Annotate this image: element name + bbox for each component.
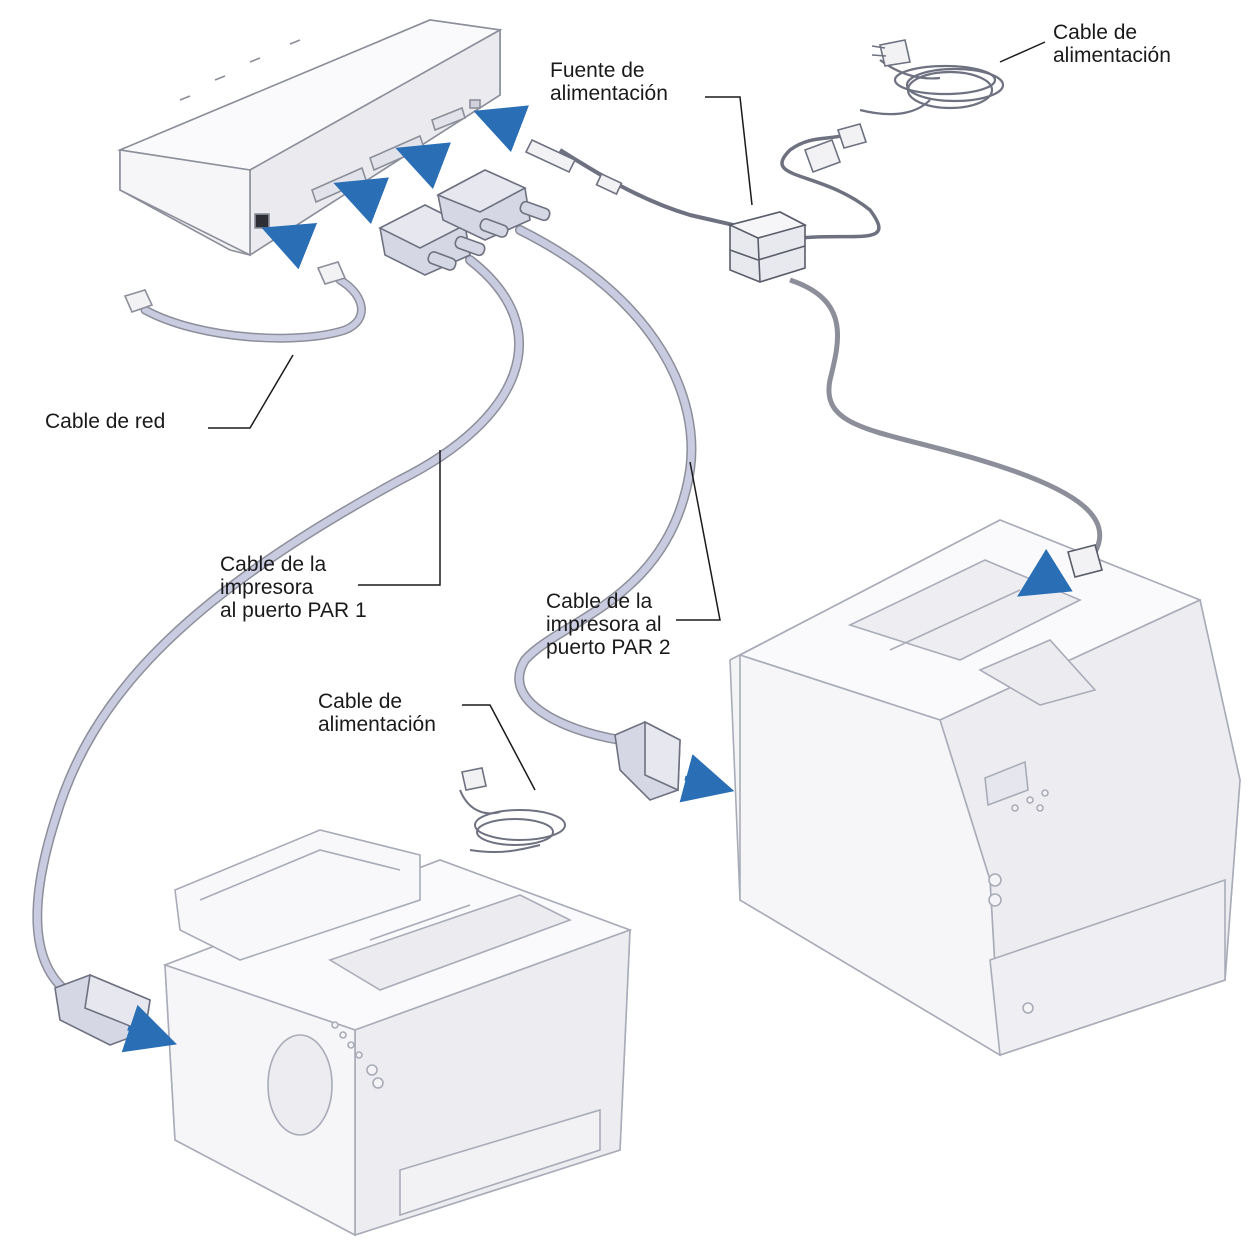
serial-port <box>431 106 466 132</box>
db25-connector-par2 <box>436 169 551 241</box>
power-plug-top <box>871 39 911 67</box>
dc-plug <box>524 138 623 196</box>
label-power-supply: Fuente de alimentación <box>550 59 668 105</box>
label-printer-cable-par1: Cable de la impresora al puerto PAR 1 <box>220 553 367 622</box>
power-cord-coil-top <box>859 59 1005 116</box>
leader-lines <box>208 41 1046 791</box>
label-network-cable: Cable de red <box>45 410 166 433</box>
iec-plug-top <box>803 123 868 174</box>
network-cable <box>140 275 366 343</box>
laser-printer <box>729 519 1241 1057</box>
centronics-connector-par1 <box>54 973 151 1046</box>
power-cord-coil-bottom <box>459 789 566 854</box>
power-jack <box>469 99 481 109</box>
dc-cable <box>558 148 746 230</box>
rj45-plug-right <box>316 261 347 285</box>
ac-cable-top <box>779 133 881 242</box>
desktop-printer <box>162 829 633 1237</box>
label-power-cable-bottom: Cable de alimentación <box>318 690 436 736</box>
insertion-arrows <box>121 105 1073 1053</box>
label-power-cable-top: Cable de alimentación <box>1053 21 1171 67</box>
printer-cable-par2 <box>514 225 697 745</box>
centronics-connector-par2 <box>614 720 681 801</box>
label-printer-cable-par2: Cable de la impresora al puerto PAR 2 <box>546 590 671 659</box>
power-supply-brick <box>727 211 808 283</box>
power-plug-bottom <box>461 767 487 791</box>
network-port <box>254 213 270 229</box>
ac-cable-printer <box>789 277 1103 562</box>
rj45-plug-left <box>123 289 154 314</box>
